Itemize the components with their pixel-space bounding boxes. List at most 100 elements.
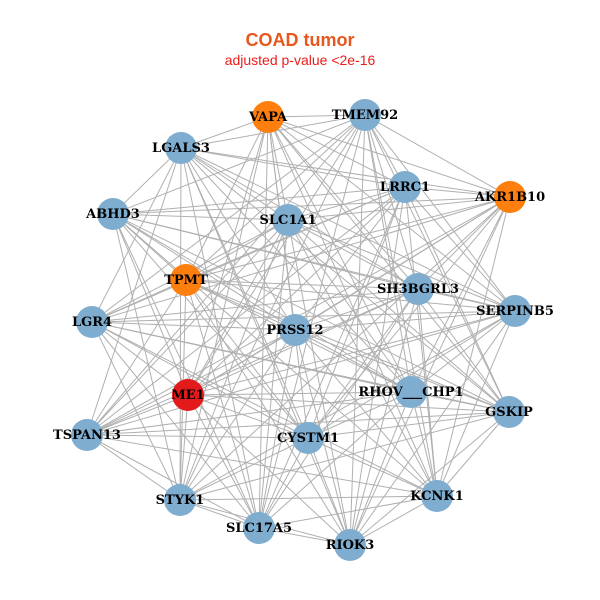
edge xyxy=(112,213,181,501)
edge xyxy=(417,288,438,497)
edge xyxy=(436,411,510,497)
edge xyxy=(187,394,351,546)
node-serpinb5[interactable] xyxy=(499,295,531,327)
node-slc17a5[interactable] xyxy=(243,512,275,544)
edge xyxy=(112,213,412,393)
node-label: LRRC1 xyxy=(380,180,430,195)
node-label: PRSS12 xyxy=(266,323,323,338)
edge xyxy=(404,186,510,413)
node-label: SLC17A5 xyxy=(226,521,292,536)
node-label: VAPA xyxy=(248,110,288,125)
page-subtitle: adjusted p-value <2e-16 xyxy=(224,52,376,68)
node-akr1b10[interactable] xyxy=(494,181,526,213)
edge xyxy=(267,114,366,118)
node-label: KCNK1 xyxy=(410,489,464,504)
edge xyxy=(86,114,366,436)
edge xyxy=(307,196,511,439)
edge xyxy=(267,116,289,221)
node-me1[interactable] xyxy=(172,379,204,411)
edge xyxy=(179,114,366,501)
edge xyxy=(294,329,510,413)
page-title: COAD tumor xyxy=(245,30,355,50)
edge xyxy=(179,196,511,501)
edge xyxy=(179,495,438,501)
edge xyxy=(267,116,406,188)
node-tspan13[interactable] xyxy=(71,419,103,451)
node-abhd3[interactable] xyxy=(97,198,129,230)
node-label: SLC1A1 xyxy=(259,213,316,228)
edge xyxy=(294,329,412,393)
node-cystm1[interactable] xyxy=(292,422,324,454)
edge xyxy=(349,288,419,546)
edge xyxy=(86,434,438,497)
edge xyxy=(86,288,419,436)
node-label: TPMT xyxy=(164,273,208,288)
edge xyxy=(410,196,511,393)
edge xyxy=(258,495,438,529)
edge xyxy=(410,391,438,497)
node-riok3[interactable] xyxy=(334,529,366,561)
edge xyxy=(417,196,511,290)
edge xyxy=(258,391,412,529)
node-lgals3[interactable] xyxy=(165,132,197,164)
node-vapa[interactable] xyxy=(252,101,284,133)
edge xyxy=(86,434,181,501)
edge xyxy=(185,219,289,281)
edge xyxy=(91,321,260,529)
edge xyxy=(187,394,510,413)
edge xyxy=(410,310,516,393)
node-label: LGALS3 xyxy=(152,141,210,156)
node-label: LGR4 xyxy=(72,315,112,330)
node-styk1[interactable] xyxy=(164,484,196,516)
edge xyxy=(180,147,516,312)
node-lgr4[interactable] xyxy=(76,306,108,338)
node-sh3bgrl3[interactable] xyxy=(402,273,434,305)
node-label: RIOK3 xyxy=(326,538,375,553)
node-label: SH3BGRL3 xyxy=(377,282,459,297)
edge xyxy=(417,288,516,312)
node-label: STYK1 xyxy=(156,493,205,508)
edge xyxy=(180,147,511,198)
edge xyxy=(267,116,412,393)
edge xyxy=(86,186,406,436)
edge xyxy=(294,288,419,331)
node-prss12[interactable] xyxy=(279,314,311,346)
edge xyxy=(86,434,309,439)
edge xyxy=(404,186,516,312)
edge xyxy=(86,147,182,436)
node-tmem92[interactable] xyxy=(349,99,381,131)
edge xyxy=(349,114,366,546)
edge xyxy=(287,186,406,221)
edge xyxy=(349,411,510,546)
node-tpmt[interactable] xyxy=(170,264,202,296)
edge xyxy=(287,219,419,290)
edge xyxy=(112,186,406,215)
edge xyxy=(112,213,296,331)
edge xyxy=(267,116,438,497)
edge xyxy=(187,329,296,396)
edge xyxy=(287,196,511,221)
node-gskip[interactable] xyxy=(493,396,525,428)
edge xyxy=(112,213,260,529)
edge xyxy=(307,437,351,546)
node-slc1a1[interactable] xyxy=(272,204,304,236)
node-kcnk1[interactable] xyxy=(421,480,453,512)
node-rhov___chp1[interactable] xyxy=(395,376,427,408)
edge xyxy=(185,279,260,529)
edge xyxy=(410,391,510,413)
edge xyxy=(404,186,438,497)
edge xyxy=(179,437,309,501)
edge xyxy=(185,116,269,281)
node-label: RHOV___CHP1 xyxy=(358,385,463,400)
edge xyxy=(404,186,511,198)
edge xyxy=(185,114,366,281)
edge xyxy=(185,279,419,290)
node-label: TSPAN13 xyxy=(53,428,121,443)
edge xyxy=(287,219,351,546)
edge xyxy=(86,394,189,436)
edge xyxy=(349,186,406,546)
node-lrrc1[interactable] xyxy=(389,171,421,203)
edge xyxy=(112,196,511,215)
